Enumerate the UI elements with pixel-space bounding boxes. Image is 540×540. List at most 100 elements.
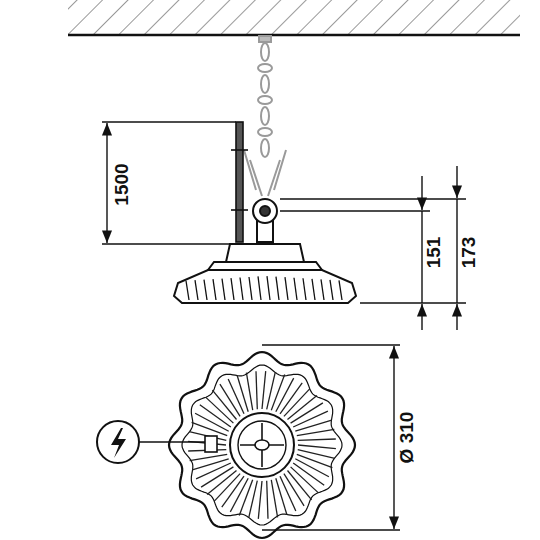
- drawing-stroke: [267, 276, 270, 300]
- drawing-stroke: [250, 160, 280, 196]
- drawing-stroke: [393, 346, 394, 529]
- drawing-stroke: [456, 166, 457, 198]
- drawing-stroke: [192, 422, 228, 435]
- drawing-stroke: [421, 176, 422, 210]
- drawing-stroke: [169, 352, 355, 538]
- drawing-stroke: [291, 403, 323, 423]
- drawing-stroke: [195, 280, 198, 300]
- dimension-diameter: [262, 345, 400, 530]
- drawing-stroke: [97, 421, 139, 463]
- drawing-stroke: [258, 276, 261, 300]
- drawing-stroke: [261, 107, 269, 125]
- drawing-stroke: [271, 480, 277, 518]
- drawing-stroke: [188, 371, 336, 519]
- drawing-stroke: [339, 280, 342, 300]
- drawing-stroke: [186, 281, 189, 300]
- dimension-label: Ø 310: [397, 411, 416, 463]
- drawing-stroke: [256, 371, 257, 409]
- drawing-stroke: [228, 379, 244, 414]
- drawing-stroke: [196, 463, 231, 479]
- drawing-stroke: [321, 279, 324, 300]
- drawing-stroke: [190, 454, 228, 460]
- drawing-stroke: [297, 429, 335, 435]
- drawing-stroke: [284, 474, 304, 506]
- drawing-stroke: [205, 436, 217, 452]
- drawing-stroke: [222, 279, 225, 300]
- drawing-stroke: [231, 278, 234, 300]
- drawing-stroke: [240, 278, 243, 301]
- drawing-stroke: [421, 304, 422, 330]
- drawing-stroke: [246, 373, 252, 411]
- drawing-stroke: [330, 280, 333, 300]
- drawing-stroke: [106, 123, 107, 243]
- dimension-1500: [102, 122, 236, 244]
- drawing-stroke: [259, 36, 271, 42]
- drawing-stroke: [276, 277, 279, 300]
- drawing-stroke: [421, 211, 422, 303]
- power-symbol: [97, 421, 205, 463]
- drawing-stroke: [220, 384, 240, 416]
- drawing-stroke: [261, 43, 269, 61]
- drawing-stroke: [204, 280, 207, 300]
- drawing-stroke: [111, 428, 126, 458]
- luminaire-bottom-view: [169, 352, 355, 538]
- dimension-label: 1500: [112, 163, 131, 205]
- drawing-stroke: [456, 304, 457, 330]
- drawing-stroke: [239, 480, 252, 516]
- drawing-stroke: [262, 529, 400, 530]
- drawing-stroke: [208, 262, 322, 270]
- drawing-stroke: [312, 279, 315, 300]
- drawing-stroke: [293, 411, 328, 427]
- drawing-stroke: [267, 481, 268, 519]
- drawing-stroke: [276, 478, 287, 514]
- drawing-stroke: [258, 128, 272, 136]
- drawing-stroke: [303, 278, 306, 300]
- drawing-stroke: [295, 420, 331, 431]
- drawing-stroke: [231, 209, 248, 211]
- drawing-stroke: [297, 454, 333, 467]
- drawing-stroke: [271, 375, 284, 411]
- drawing-stroke: [226, 244, 304, 262]
- drawing-stroke: [174, 270, 356, 303]
- drawing-stroke: [102, 243, 230, 244]
- suspension-chain: [244, 36, 286, 196]
- drawing-stroke: [298, 439, 336, 440]
- drawing-stroke: [213, 279, 216, 300]
- drawing-stroke: [258, 96, 272, 104]
- drawing-stroke: [298, 445, 336, 449]
- drawing-stroke: [182, 365, 342, 525]
- drawing-stroke: [280, 476, 296, 511]
- drawing-stroke: [186, 276, 342, 300]
- drawing-stroke: [238, 421, 286, 469]
- drawing-stroke: [280, 210, 430, 211]
- drawing-stroke: [237, 375, 248, 411]
- dimension-height: [280, 166, 466, 330]
- drawing-stroke: [360, 302, 466, 303]
- drawing-stroke: [192, 459, 228, 470]
- drawing-stroke: [260, 206, 270, 216]
- drawing-stroke: [258, 481, 262, 519]
- hanging-ring: [253, 199, 277, 242]
- drawing-stroke: [249, 277, 252, 300]
- drawing-stroke: [253, 199, 277, 223]
- drawing-stroke: [255, 440, 269, 450]
- ceiling-hatch: [68, 0, 520, 34]
- drawing-stroke: [261, 139, 269, 157]
- drawing-stroke: [231, 149, 248, 151]
- drawing-stroke: [262, 371, 266, 409]
- drawing-stroke: [280, 198, 466, 199]
- suspension-rod: [231, 122, 248, 242]
- ceiling-line: [68, 34, 520, 37]
- drawing-stroke: [102, 121, 236, 122]
- drawing-stroke: [262, 344, 400, 345]
- dimension-label: 173: [459, 236, 478, 268]
- drawing-stroke: [258, 64, 272, 72]
- drawing-stroke: [236, 122, 243, 242]
- drawing-stroke: [261, 75, 269, 93]
- luminaire-side-view: [174, 244, 356, 303]
- drawing-stroke: [201, 467, 233, 487]
- drawing-stroke: [285, 277, 288, 300]
- drawing-stroke: [456, 199, 457, 303]
